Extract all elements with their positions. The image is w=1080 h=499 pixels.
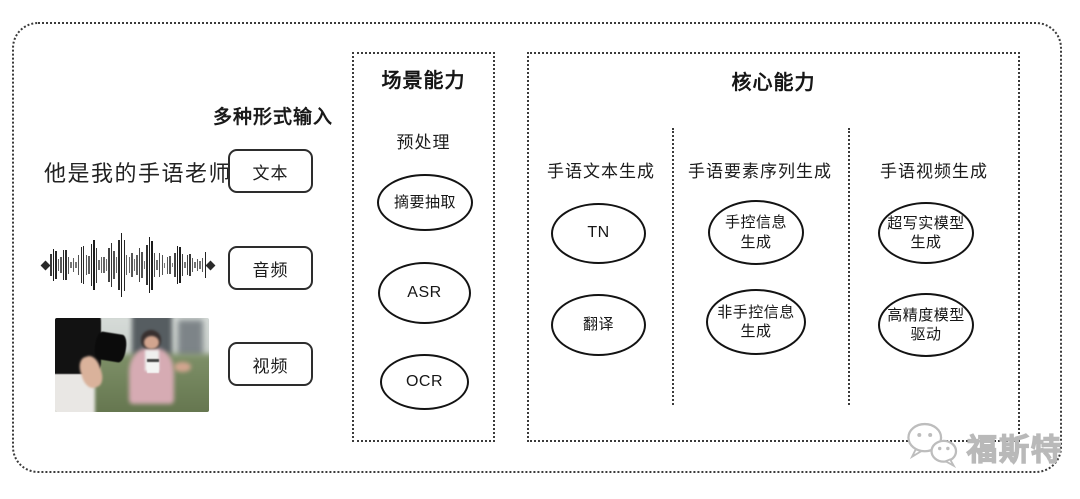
col-header-sign-video-generation: 手语视频生成	[880, 162, 988, 181]
node-summary-extraction: 摘要抽取	[377, 174, 473, 231]
watermark-text: 福斯特	[966, 433, 1063, 467]
photo-camera-lens	[93, 330, 128, 364]
core-column-divider-1	[672, 128, 674, 405]
input-type-audio-label: 音频	[252, 260, 289, 280]
input-type-video-label: 视频	[252, 356, 289, 376]
node-asr: ASR	[378, 262, 471, 324]
watermark: 福斯特	[903, 420, 1063, 473]
audio-waveform	[40, 231, 216, 299]
node-high-precision-model-driving: 高精度模型 驱动	[878, 293, 974, 357]
core-column-divider-2	[848, 128, 850, 405]
preprocess-label: 预处理	[396, 133, 451, 152]
core-capability-box	[527, 52, 1020, 442]
node-hyperrealistic-model-generation: 超写实模型 生成	[878, 202, 974, 264]
node-manual-info-generation: 手控信息 生成	[708, 200, 804, 265]
photo-microphone	[146, 359, 159, 374]
photo-reporter-hand	[173, 362, 191, 372]
input-type-text-label: 文本	[252, 163, 289, 183]
input-type-audio: 音频	[228, 246, 313, 290]
node-ocr: OCR	[380, 354, 469, 410]
scene-capability-title: 场景能力	[381, 70, 466, 92]
col-header-sign-text-generation: 手语文本生成	[547, 162, 655, 181]
node-translation: 翻译	[551, 294, 646, 356]
node-non-manual-info-generation: 非手控信息 生成	[706, 289, 806, 355]
input-type-text: 文本	[228, 149, 313, 193]
node-tn: TN	[551, 203, 646, 264]
scene-capability-box	[352, 52, 495, 442]
inputs-section-label: 多种形式输入	[212, 107, 333, 128]
photo-building-2	[178, 319, 203, 358]
diagram-outer-frame	[12, 22, 1062, 473]
photo-reporter-face	[144, 335, 159, 350]
wechat-logo-icon	[903, 420, 961, 473]
input-type-video: 视频	[228, 342, 313, 386]
col-header-sign-element-sequence-generation: 手语要素序列生成	[688, 162, 832, 181]
core-capability-title: 核心能力	[731, 72, 816, 94]
text-input-example: 他是我的手语老师	[44, 161, 233, 186]
video-thumbnail	[55, 318, 209, 412]
